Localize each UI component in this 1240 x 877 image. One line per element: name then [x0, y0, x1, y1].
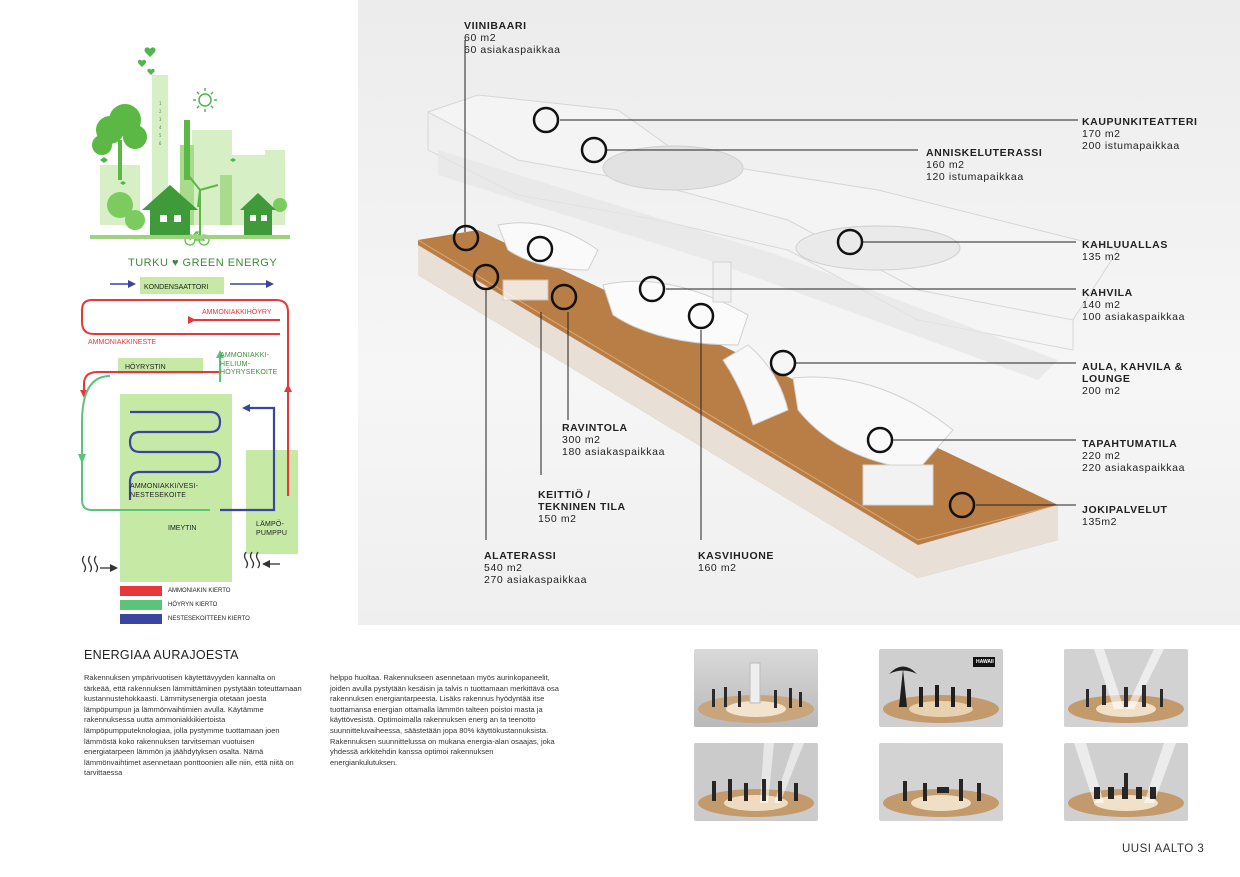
page-label: UUSI AALTO 3 — [1122, 843, 1205, 855]
callout-line: 60 m2 — [464, 32, 497, 44]
callout-line: 220 m2 — [1082, 450, 1121, 462]
svg-text:2: 2 — [159, 109, 162, 114]
callout-line: 120 istumapaikkaa — [926, 171, 1024, 183]
svg-text:5: 5 — [159, 133, 162, 138]
callout-ravintola: RAVINTOLA 300 m2 180 asiakaspaikkaa — [562, 422, 665, 458]
diagram-legend: AMMONIAKIN KIERTO HÖYRYN KIERTO NESTESEK… — [120, 586, 250, 624]
callout-line: 135 m2 — [1082, 251, 1121, 263]
label-ammonia-vapor: AMMONIAKKIHÖYRY — [202, 308, 272, 316]
callout-aula: AULA, KAHVILA & LOUNGE 200 m2 — [1082, 361, 1183, 397]
svg-text:3: 3 — [159, 117, 162, 122]
svg-text:4: 4 — [159, 125, 162, 130]
callout-kahluuallas: KAHLUUALLAS 135 m2 — [1082, 239, 1168, 263]
thumbnail-scene-hawaii — [879, 649, 1003, 727]
callout-title: KEITTIÖ / — [538, 489, 591, 501]
legend-item-liquid: NESTESEKOITTEEN KIERTO — [120, 614, 250, 624]
thumbnail-scene-statue — [694, 649, 818, 727]
legend-label-liquid: NESTESEKOITTEEN KIERTO — [168, 616, 250, 622]
label-heat-pump: LÄMPÖ- PUMPPU — [256, 521, 288, 537]
callout-title: JOKIPALVELUT — [1082, 504, 1168, 516]
event-thumbnail-2: HAWAII — [879, 649, 1003, 727]
callout-title: KAUPUNKITEATTERI — [1082, 116, 1198, 128]
thumbnail-scene-dance — [694, 743, 818, 821]
energy-paragraph-2: helppo huoltaa. Rakennukseen asennetaan … — [330, 673, 559, 767]
label-ammonia-liquid: AMMONIAKKINESTE — [88, 339, 156, 346]
callout-kasvihuone: KASVIHUONE 160 m2 — [698, 550, 774, 574]
callout-title: RAVINTOLA — [562, 422, 628, 434]
callout-keittio: KEITTIÖ / TEKNINEN TILA 150 m2 — [538, 489, 626, 525]
callout-line: 100 asiakaspaikkaa — [1082, 311, 1186, 323]
event-thumbnail-4 — [694, 743, 818, 821]
event-thumbnail-grid: HAWAII — [694, 649, 1188, 821]
legend-swatch-vapor — [120, 600, 162, 610]
event-thumbnail-3 — [1064, 649, 1188, 727]
building-render-svg — [417, 40, 1119, 578]
legend-item-vapor: HÖYRYN KIERTO — [120, 600, 250, 610]
building-render: VIINIBAARI 60 m2 60 asiakaspaikkaa KAUPU… — [358, 0, 1240, 625]
legend-swatch-liquid — [120, 614, 162, 624]
callout-kahvila: KAHVILA 140 m2 100 asiakaspaikkaa — [1082, 287, 1185, 323]
svg-text:1: 1 — [159, 101, 162, 106]
callout-line: 60 asiakaspaikkaa — [464, 44, 561, 56]
legend-item-ammonia: AMMONIAKIN KIERTO — [120, 586, 250, 596]
svg-text:6: 6 — [159, 141, 162, 146]
callout-alaterassi: ALATERASSI 540 m2 270 asiakaspaikkaa — [484, 550, 587, 586]
callout-viinibaari: VIINIBAARI 60 m2 60 asiakaspaikkaa — [464, 20, 561, 56]
callout-line: 140 m2 — [1082, 299, 1121, 311]
callout-line: 160 m2 — [926, 159, 965, 171]
callout-line: 180 asiakaspaikkaa — [562, 446, 666, 458]
callout-tapahtumatila: TAPAHTUMATILA 220 m2 220 asiakaspaikkaa — [1082, 438, 1185, 474]
legend-swatch-ammonia — [120, 586, 162, 596]
callout-title: ALATERASSI — [484, 550, 557, 562]
callout-line: LOUNGE — [1082, 373, 1131, 385]
callout-anniskeluterassi: ANNISKELUTERASSI 160 m2 120 istumapaikka… — [926, 147, 1042, 183]
callout-line: 135m2 — [1082, 516, 1118, 528]
legend-label-ammonia: AMMONIAKIN KIERTO — [168, 588, 231, 594]
hawaii-sign: HAWAII — [976, 659, 994, 665]
callout-line: 270 asiakaspaikkaa — [484, 574, 588, 586]
brand-label: TURKU ♥ GREEN ENERGY — [128, 257, 278, 269]
thumbnail-scene-seated — [1064, 743, 1188, 821]
callout-line: 540 m2 — [484, 562, 523, 574]
callout-title: KAHVILA — [1082, 287, 1133, 299]
callout-line: 160 m2 — [698, 562, 737, 574]
label-ammonia-water-mix: AMMONIAKKI/VESI- NESTESEKOITE — [130, 483, 199, 499]
label-ammonia-helium-mix: AMMONIAKKI- HELIUM- HÖYRYSEKOITE — [220, 352, 278, 376]
event-thumbnail-1 — [694, 649, 818, 727]
callout-line: 150 m2 — [538, 513, 577, 525]
callout-title: ANNISKELUTERASSI — [926, 147, 1043, 159]
label-evaporator: HÖYRYSTIN — [125, 363, 166, 371]
event-thumbnail-5 — [879, 743, 1003, 821]
green-city-illustration: 1 2 3 4 5 6 — [90, 47, 290, 246]
legend-label-vapor: HÖYRYN KIERTO — [168, 602, 218, 608]
callout-line: 170 m2 — [1082, 128, 1121, 140]
event-thumbnail-6 — [1064, 743, 1188, 821]
callout-title: VIINIBAARI — [464, 20, 527, 32]
callout-title: TAPAHTUMATILA — [1082, 438, 1178, 450]
heat-pump-cycle-diagram: KONDENSAATTORI AMMONIAKKIHÖYRY AMMONIAKK… — [78, 277, 298, 582]
callout-title: KASVIHUONE — [698, 550, 775, 562]
thumbnail-scene-crowd — [879, 743, 1003, 821]
callout-line: 220 asiakaspaikkaa — [1082, 462, 1186, 474]
thumbnail-scene-band — [1064, 649, 1188, 727]
callout-line: 300 m2 — [562, 434, 601, 446]
callout-title: KAHLUUALLAS — [1082, 239, 1168, 251]
callout-kaupunkiteatteri: KAUPUNKITEATTERI 170 m2 200 istumapaikka… — [1082, 116, 1198, 152]
label-condenser: KONDENSAATTORI — [144, 284, 208, 291]
callout-title: AULA, KAHVILA & — [1082, 361, 1183, 373]
label-absorber: IMEYTIN — [168, 525, 196, 532]
energy-paragraph-1: Rakennuksen ympärivuotisen käytettävyyde… — [84, 673, 302, 778]
callout-line: 200 m2 — [1082, 385, 1121, 397]
energy-heading: ENERGIAA AURAJOESTA — [84, 648, 239, 662]
callout-line: TEKNINEN TILA — [538, 501, 626, 513]
callout-jokipalvelut: JOKIPALVELUT 135m2 — [1082, 504, 1168, 528]
callout-line: 200 istumapaikkaa — [1082, 140, 1180, 152]
